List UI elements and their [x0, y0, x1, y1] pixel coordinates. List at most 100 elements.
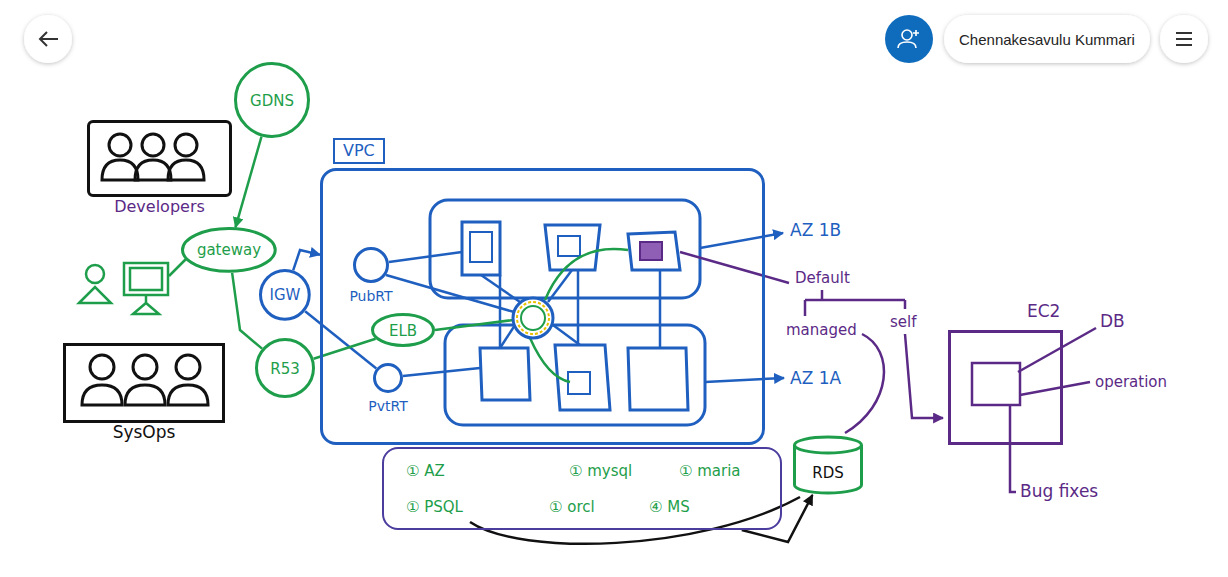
text-holder: Developers [114, 197, 205, 216]
vpc-wiring [500, 325, 515, 348]
note-label: DB [1100, 312, 1125, 330]
label-holder: AZ 1B [790, 221, 841, 240]
management-bracket [905, 334, 943, 418]
label-holder: Bug fixes [1020, 482, 1098, 501]
text-holder: ① maria [679, 461, 741, 480]
node-text: ① AZ [406, 462, 445, 480]
text-holder: RDS [812, 463, 844, 482]
instances [640, 242, 662, 260]
toolbar [944, 15, 1150, 63]
text-holder: PubRT [349, 286, 392, 305]
team-box: SysOps [63, 343, 225, 423]
text-holder: ELB [389, 321, 417, 340]
vpc-wiring [435, 320, 513, 330]
text-holder: IGW [270, 285, 301, 304]
text-holder: ① orcl [549, 497, 595, 516]
gateway-ellipse: gateway [181, 227, 277, 273]
management-bracket [805, 290, 905, 316]
node-text: ① mysql [569, 462, 632, 480]
load-balancer-ellipse: ELB [371, 313, 435, 347]
user-at-computer [124, 263, 168, 295]
route53-circle: R53 [255, 338, 315, 398]
subnet-bands [445, 325, 705, 425]
people-icons [168, 160, 204, 180]
team-box: Developers [87, 120, 232, 197]
ellipse-outline [375, 365, 402, 392]
people-icons [102, 160, 138, 180]
node-text: ① orcl [549, 498, 595, 516]
route-table-circle: PvtRT [373, 363, 403, 393]
note-label: Bug fixes [1020, 482, 1098, 500]
engine-links [470, 497, 800, 544]
toolbar [885, 15, 933, 63]
ellipse-outline [355, 249, 388, 282]
user-name: Chennakesavulu Kummari [959, 31, 1135, 49]
connector [232, 273, 262, 349]
vpc-wiring [389, 252, 462, 262]
ec2-details [1018, 328, 1096, 372]
people-icons [168, 385, 208, 405]
people-icons [90, 355, 114, 379]
people-icons [109, 134, 131, 156]
subnet-bands [430, 200, 705, 425]
node-text: RDS [812, 464, 844, 482]
load-balancer-hub [513, 298, 553, 338]
instances [470, 232, 492, 262]
connector [293, 250, 320, 270]
dns-circle: GDNS [234, 62, 310, 138]
user-at-computer [86, 265, 104, 283]
text-holder: gateway [197, 240, 261, 259]
toolbar [1176, 33, 1192, 45]
node-text: R53 [270, 360, 300, 378]
people-icons [82, 385, 122, 405]
instances [555, 345, 610, 410]
text-holder: ④ MS [649, 497, 690, 516]
text-holder: PvtRT [368, 396, 407, 415]
ec2-details [1010, 405, 1016, 492]
text-holder: R53 [270, 359, 300, 378]
vpc-wiring [403, 368, 480, 376]
user-at-computer [130, 268, 162, 290]
ec2-details [1020, 382, 1090, 395]
node-text: PubRT [349, 287, 392, 305]
note-label: managed [786, 321, 857, 339]
user-at-computer [133, 295, 159, 314]
people-icons [135, 160, 171, 180]
instances [568, 372, 590, 394]
engine-box: ① AZ ① mysql ① maria ① PSQL ① orcl ④ MS [382, 447, 782, 530]
cylinder-top [795, 437, 862, 453]
engine-links [470, 497, 800, 544]
database-cylinder: RDS [793, 435, 863, 495]
label-holder: self [890, 312, 917, 331]
node-text: Developers [114, 198, 205, 216]
management-bracket [680, 252, 789, 283]
ec2-box: EC2 [948, 330, 1063, 445]
instances [462, 222, 500, 275]
ellipse-outline [183, 229, 276, 272]
node-text: ① PSQL [406, 498, 463, 516]
label-holder: AZ 1A [790, 369, 841, 388]
user-at-computer [169, 259, 186, 276]
node-text: EC2 [1027, 302, 1060, 320]
toolbar [902, 30, 912, 40]
people-icons [175, 134, 197, 156]
instances [462, 222, 688, 410]
toolbar [913, 30, 919, 36]
toolbar [898, 42, 916, 48]
load-balancer-hub [521, 306, 545, 330]
ellipse-outline [353, 247, 389, 283]
az-arrows [705, 378, 784, 382]
route-table-circle: PubRT [353, 247, 389, 283]
load-balancer-hub [513, 298, 553, 338]
people-icons [133, 355, 157, 379]
people-icons [176, 355, 200, 379]
node-text: ① maria [679, 462, 741, 480]
az-arrows [700, 233, 784, 382]
ellipse-outline [257, 340, 314, 397]
text-holder: GDNS [250, 91, 294, 110]
note-label: Default [795, 269, 850, 287]
label-holder: operation [1095, 372, 1167, 391]
label-holder: Chennakesavulu Kummari [959, 30, 1135, 49]
management-bracket [845, 334, 884, 433]
toolbar [1160, 15, 1208, 63]
